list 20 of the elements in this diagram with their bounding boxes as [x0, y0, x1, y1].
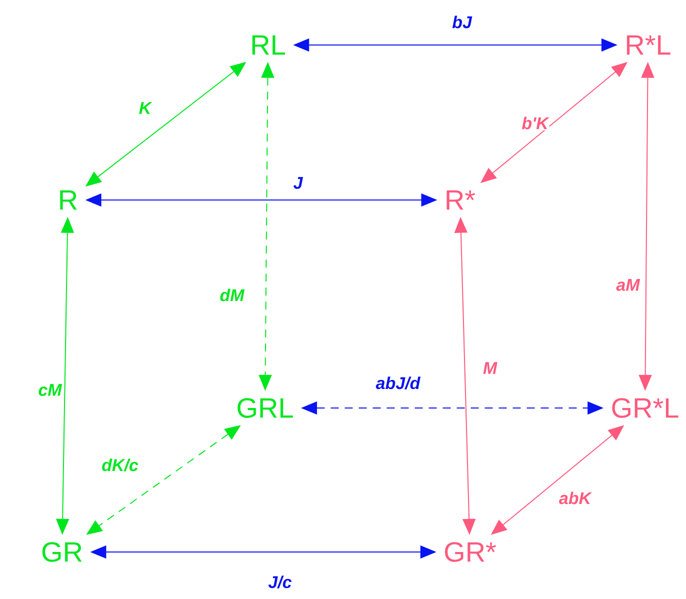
state-label: R* — [446, 190, 476, 210]
edge-label: bJ — [451, 14, 473, 30]
state-label: GR*L — [612, 398, 678, 418]
state-label: GR* — [444, 542, 496, 562]
edge-label: dM — [218, 288, 246, 302]
edge-label: aM — [615, 278, 641, 292]
state-label: RL — [252, 35, 285, 55]
edge-label: abK — [558, 490, 592, 506]
state-label: R — [60, 190, 77, 210]
state-label: GRL — [238, 398, 293, 418]
edge-label: abJ/d — [374, 376, 422, 390]
edge-label: dK/c — [100, 458, 140, 472]
edge-label: M — [482, 361, 498, 375]
state-label: GR — [42, 542, 82, 562]
edge-label: cM — [37, 383, 63, 397]
edge-label: K — [138, 101, 152, 115]
edge-label: J — [292, 176, 304, 190]
edge-label: J/c — [267, 574, 293, 590]
edge-label: b'K — [520, 116, 550, 130]
state-label: R*L — [626, 35, 670, 55]
